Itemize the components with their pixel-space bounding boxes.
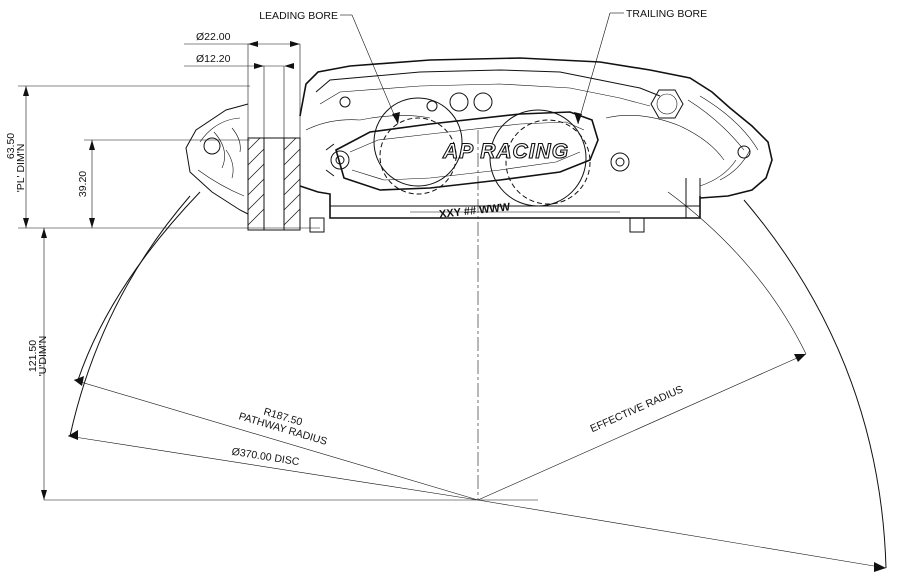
pathway-radius-line [73, 379, 479, 501]
trailing-bore-outline [489, 109, 587, 207]
bleed-nipple-right [610, 152, 630, 172]
mount-foot-left [309, 217, 325, 233]
dim-pl-value: 63.50 [5, 133, 17, 159]
dim-dia-22: Ø22.00 [196, 31, 231, 43]
dimension-lines [18, 12, 624, 500]
bridge-arm [335, 111, 599, 191]
retaining-bolt-icon [650, 89, 684, 119]
disc-radius-line [67, 435, 479, 501]
dim-dia-12: Ø12.20 [196, 53, 231, 65]
bleed-nipple-left [330, 150, 350, 170]
trailing-bore-label: TRAILING BORE [626, 8, 707, 20]
caliper-body [299, 57, 773, 233]
leading-bore-label: LEADING BORE [259, 10, 338, 22]
effective-radius-arc [667, 191, 807, 355]
leading-bore-outline [373, 97, 463, 187]
brand-logo: AP RACING [442, 140, 569, 163]
bridge-hole-1 [449, 92, 469, 112]
trailing-bore [505, 119, 591, 205]
dim-39: 39.20 [77, 171, 89, 197]
effective-radius-line [477, 353, 807, 501]
disc-arc-right [743, 199, 887, 569]
pathway-arc-left [77, 191, 201, 381]
dim-effective-radius: EFFECTIVE RADIUS [588, 383, 685, 435]
construction-lines [44, 130, 887, 572]
mount-foot-right [629, 217, 645, 233]
bridge-hole-2 [473, 92, 493, 112]
disc-edge-line [477, 499, 887, 569]
section-hatching [247, 137, 301, 226]
pad-section [247, 137, 301, 231]
dim-pl-label: 'PL' DIM'N [15, 144, 27, 193]
dim-disc-label: Ø370.00 DISC [231, 446, 301, 469]
disc-arc-left [69, 195, 191, 437]
caliper-left-end [185, 103, 249, 215]
left-end-bolt [203, 137, 221, 155]
leading-bore [379, 117, 457, 195]
disc-section [185, 103, 301, 231]
dim-u-value: 121.50 [27, 340, 39, 372]
disc-section-core [263, 137, 285, 231]
caliper-outline-top [299, 57, 773, 199]
dim-u-label: 'U'DIM'N [37, 336, 49, 376]
